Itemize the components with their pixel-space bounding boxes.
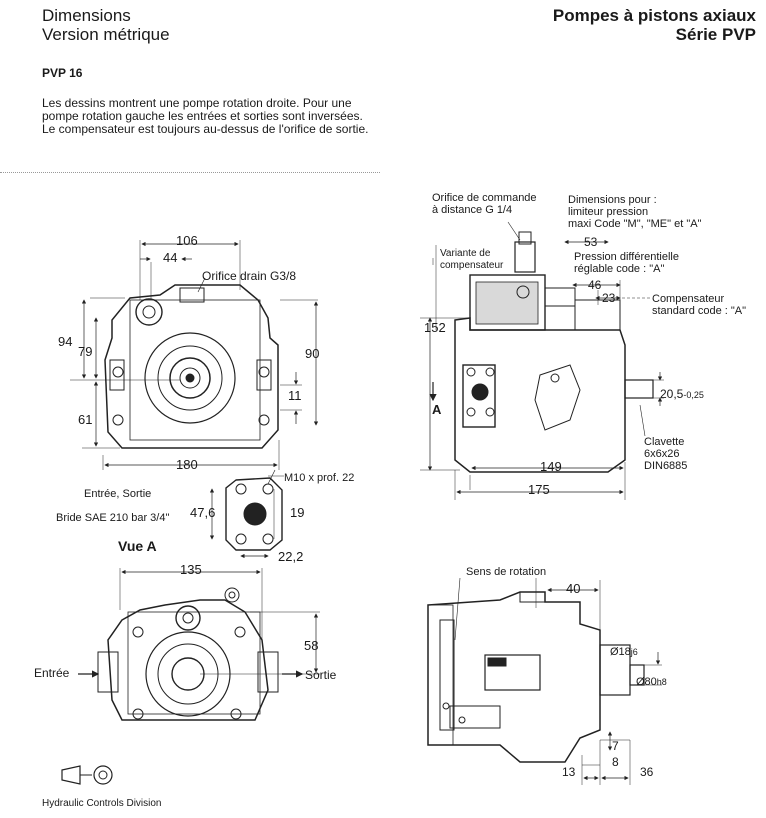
thread-spec: M10 x prof. 22 [284, 472, 355, 484]
dim-40: 40 [566, 581, 581, 596]
remote-port-line-2: à distance G 1/4 [432, 204, 513, 216]
ports-label: Entrée, Sortie [84, 488, 152, 500]
front-view-drawing [70, 240, 319, 470]
remote-port-label: Orifice de commande à distance G 1/4 [432, 192, 537, 216]
view-a-arrow-label: A [432, 402, 442, 417]
side-view-drawing [420, 221, 664, 500]
key-line-1: Clavette [644, 436, 685, 448]
dia-80-tolerance: h8 [656, 677, 667, 687]
subtitle-line: Version métrique [42, 25, 170, 44]
bottom-view-drawing [78, 568, 320, 721]
dim-44: 44 [163, 250, 178, 265]
title-line: Dimensions [42, 6, 131, 25]
drain-port-label: Orifice drain G3/8 [202, 269, 297, 283]
series-line-2: Série PVP [675, 25, 756, 44]
dim-58: 58 [304, 638, 319, 653]
limiter-line-2: limiteur pression [568, 206, 649, 218]
variant-label: Variante de compensateur [440, 248, 503, 272]
dim-20-5-value: 20,5 [660, 387, 684, 401]
limiter-label: Dimensions pour : limiteur pression maxi… [568, 194, 701, 230]
dim-36: 36 [640, 765, 654, 779]
limiter-line-3: maxi Code "M", "ME" et "A" [568, 218, 702, 230]
remote-port-line-1: Orifice de commande [432, 192, 537, 204]
differential-line-2: réglable code : "A" [574, 263, 665, 275]
dim-90: 90 [305, 346, 320, 361]
series-title: Pompes à pistons axiaux Série PVP [553, 6, 756, 44]
dim-152: 152 [424, 320, 446, 335]
flange-drawing [209, 469, 284, 559]
compensator-line-1: Compensateur [652, 293, 725, 305]
dim-20-5-tolerance: -0,25 [683, 390, 704, 400]
dia-18-value: Ø18 [610, 646, 631, 658]
variant-line-2: compensateur [440, 260, 504, 271]
dim-94: 94 [58, 334, 73, 349]
intro-text: Les dessins montrent une pompe rotation … [42, 97, 387, 136]
dim-149: 149 [540, 459, 562, 474]
dia-18: Ø18j6 [610, 646, 638, 658]
dim-13: 13 [562, 765, 576, 779]
intro-paragraph-2: Le compensateur est toujours au-dessus d… [42, 122, 369, 136]
flange-spec: Bride SAE 210 bar 3/4" [56, 512, 170, 524]
dim-175: 175 [528, 482, 550, 497]
dim-61: 61 [78, 412, 93, 427]
dim-11: 11 [288, 388, 302, 403]
dim-180: 180 [176, 457, 198, 472]
intro-paragraph-1: Les dessins montrent une pompe rotation … [42, 96, 363, 123]
variant-line-1: Variante de [440, 248, 491, 259]
compensator-line-2: standard code : "A" [652, 305, 747, 317]
view-a-title: Vue A [118, 538, 157, 554]
division-name: Hydraulic Controls Division [42, 798, 162, 809]
dia-80-value: Ø80 [636, 676, 657, 688]
differential-line-1: Pression différentielle [574, 251, 679, 263]
key-label: Clavette 6x6x26 DIN6885 [644, 436, 687, 472]
compensator-label: Compensateur standard code : "A" [652, 293, 746, 317]
outlet-label: Sortie [305, 668, 337, 682]
top-view-drawing [427, 577, 662, 785]
dim-53: 53 [584, 235, 598, 249]
dia-80: Ø80h8 [636, 676, 667, 688]
dim-79: 79 [78, 344, 93, 359]
dia-18-tolerance: j6 [630, 647, 638, 657]
model-heading: PVP 16 [42, 66, 83, 80]
series-line-1: Pompes à pistons axiaux [552, 6, 756, 25]
dim-8: 8 [612, 755, 619, 769]
limiter-line-1: Dimensions pour : [568, 194, 657, 206]
rotation-label: Sens de rotation [466, 566, 547, 578]
dim-23: 23 [602, 291, 616, 305]
key-line-2: 6x6x26 [644, 448, 680, 460]
dim-47-6: 47,6 [190, 505, 216, 520]
inlet-label: Entrée [34, 666, 70, 680]
dim-20-5: 20,5-0,25 [660, 388, 704, 401]
dim-19: 19 [290, 505, 305, 520]
dim-22-2: 22,2 [278, 549, 304, 564]
differential-label: Pression différentielle réglable code : … [574, 251, 679, 275]
document-title: Dimensions Version métrique [42, 6, 170, 44]
dim-106: 106 [176, 233, 198, 248]
parker-logo-icon [61, 765, 113, 785]
dim-135: 135 [180, 562, 202, 577]
dim-46: 46 [588, 278, 602, 292]
key-line-3: DIN6885 [644, 460, 688, 472]
dim-7: 7 [612, 739, 619, 753]
divider [0, 172, 380, 173]
